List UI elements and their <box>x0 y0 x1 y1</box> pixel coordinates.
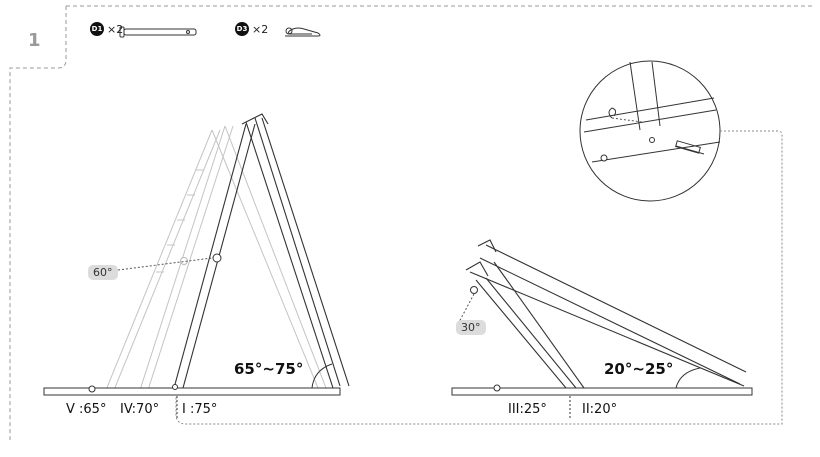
pin-part-icon <box>119 26 197 38</box>
position-iii-label: III:25° <box>508 402 547 417</box>
hairpin-clip-icon <box>285 27 321 37</box>
position-v-label: V :65° <box>66 402 107 417</box>
position-iv-label: IV:70° <box>120 402 160 417</box>
position-i-label: I :75° <box>182 402 218 417</box>
step-number: 1 <box>28 30 41 51</box>
part-d1-quantity: ×2 <box>107 22 124 36</box>
hinge-angle-left: 60° <box>88 265 118 280</box>
hinge-angle-right: 30° <box>456 320 486 335</box>
step-border <box>9 5 814 440</box>
part-d3: D3 ×2 <box>235 22 273 36</box>
part-d3-quantity: ×2 <box>252 22 269 36</box>
part-d3-badge: D3 <box>235 22 249 36</box>
part-d1-badge: D1 <box>90 22 104 36</box>
ladder-a-frame-figure <box>43 113 350 420</box>
angle-range-left: 65°~75° <box>234 360 304 378</box>
ladder-low-angle-figure <box>451 239 753 420</box>
part-d1: D1 ×2 <box>90 22 128 36</box>
detail-callout <box>175 60 783 425</box>
angle-range-right: 20°~25° <box>604 360 674 378</box>
position-ii-label: II:20° <box>582 402 618 417</box>
